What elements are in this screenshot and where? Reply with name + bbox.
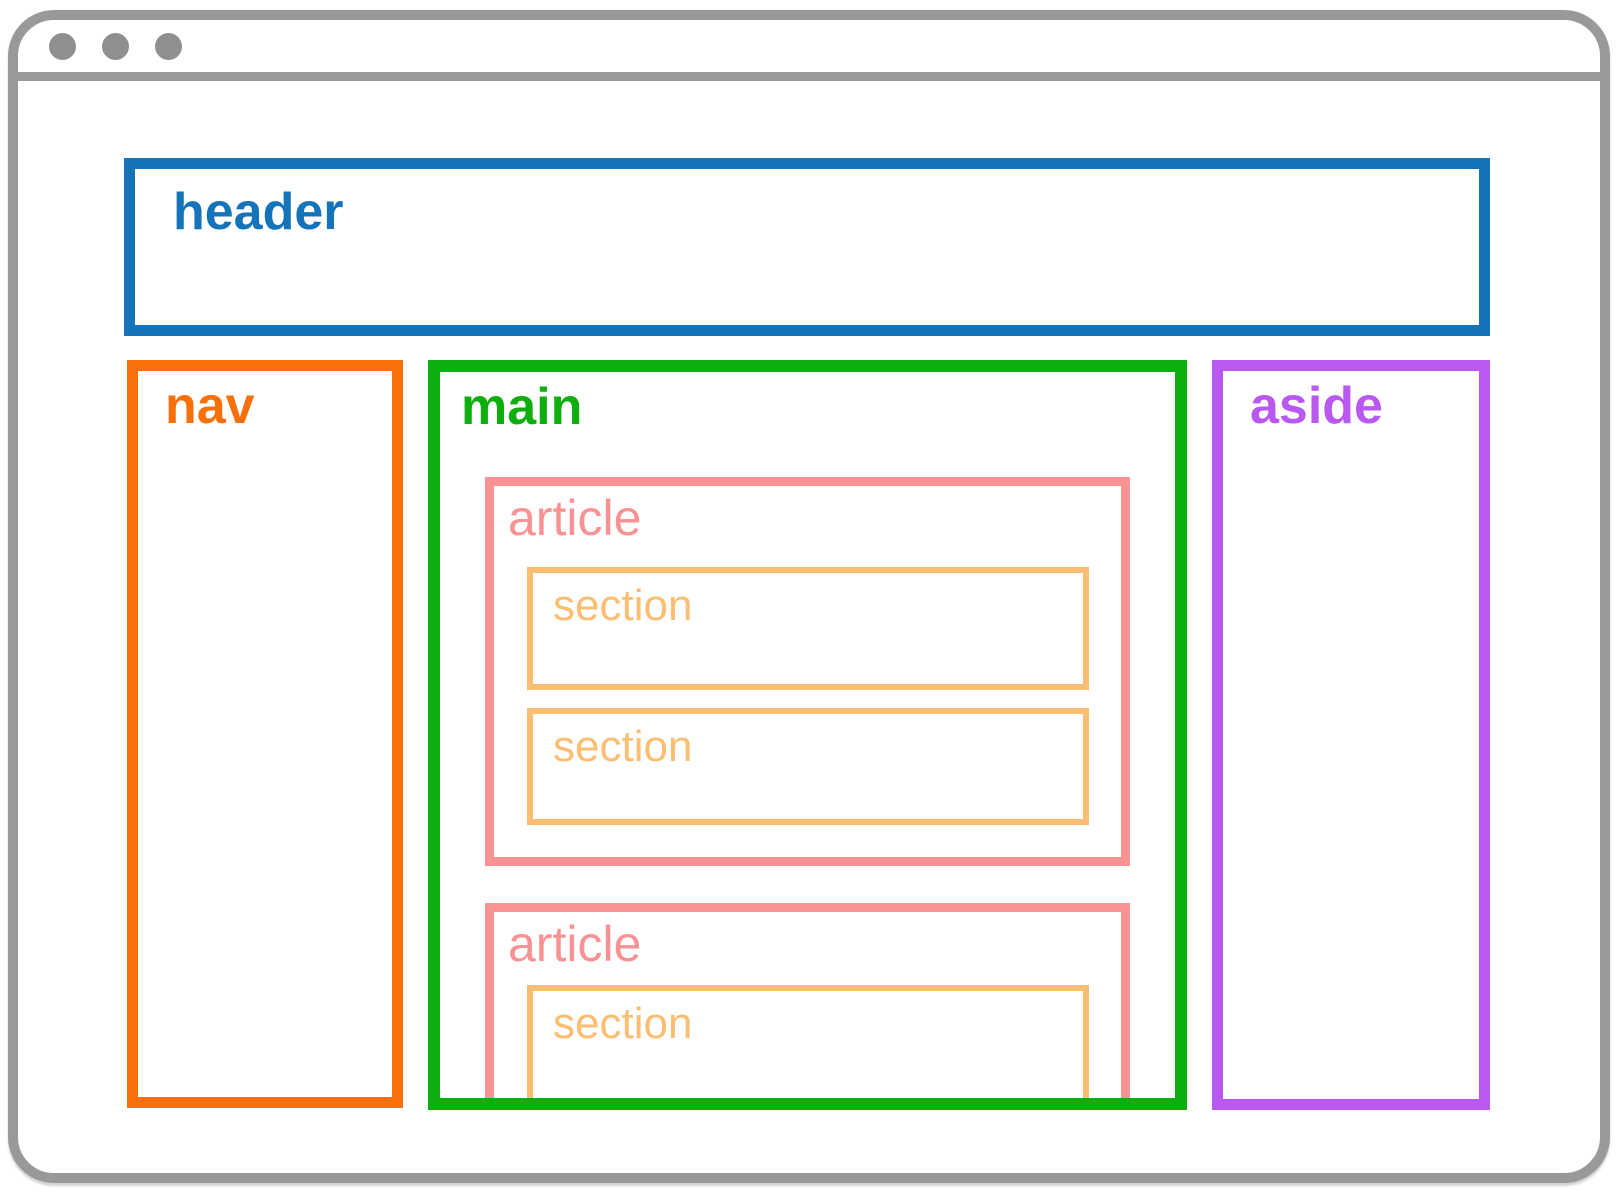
article-region-label: article — [508, 490, 642, 546]
section-region-label: section — [553, 722, 693, 771]
article-region: article section section — [485, 477, 1130, 866]
window-control-dot-icon — [102, 32, 129, 60]
browser-window: header nav main article section section … — [8, 10, 1610, 1183]
header-region-label: header — [173, 183, 344, 241]
article-region-label: article — [508, 916, 642, 972]
nav-region: nav — [127, 360, 403, 1108]
main-region-label: main — [461, 378, 583, 436]
main-region: main article section section article sec… — [428, 360, 1187, 1110]
section-region: section — [527, 567, 1089, 690]
header-region: header — [124, 158, 1490, 336]
section-region-label: section — [553, 581, 693, 630]
nav-region-label: nav — [165, 377, 255, 435]
section-region: section — [527, 708, 1089, 825]
window-control-dot-icon — [155, 32, 182, 60]
aside-region-label: aside — [1250, 377, 1383, 435]
browser-titlebar — [18, 20, 1600, 81]
aside-region: aside — [1212, 360, 1490, 1110]
section-region-label: section — [553, 999, 693, 1048]
window-control-dot-icon — [49, 32, 76, 60]
section-region: section — [527, 985, 1089, 1098]
article-region: article section — [485, 903, 1130, 1098]
